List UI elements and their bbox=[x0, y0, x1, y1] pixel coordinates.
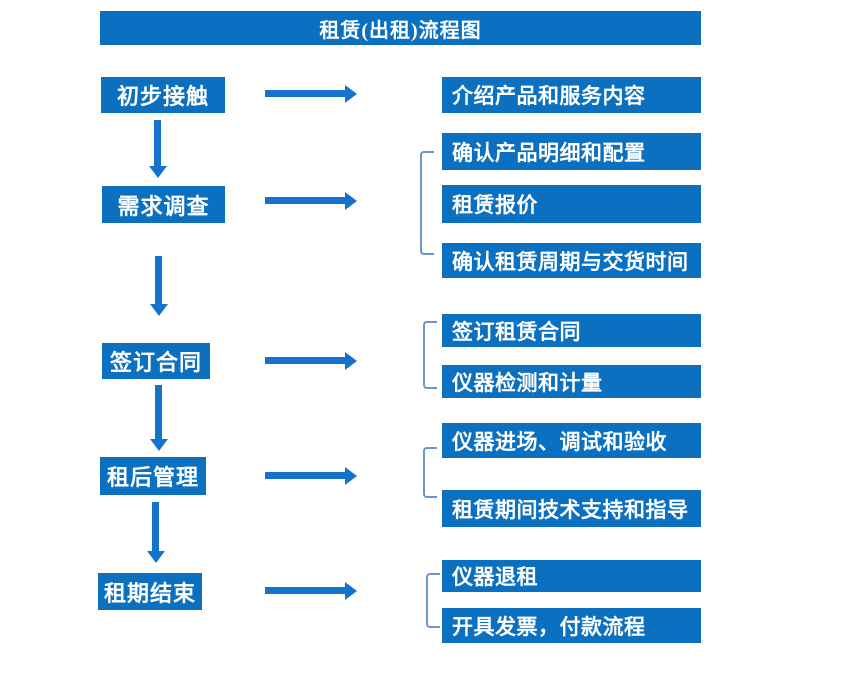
step-box-demand-survey: 需求调查 bbox=[102, 186, 225, 223]
detail-box-introduce-products-services: 介绍产品和服务内容 bbox=[442, 77, 701, 113]
down-arrow-2-icon bbox=[155, 256, 162, 304]
group-bracket-4 bbox=[423, 447, 437, 498]
detail-box-technical-support-guidance: 租赁期间技术支持和指导 bbox=[442, 490, 701, 527]
detail-box-instrument-return: 仪器退租 bbox=[442, 560, 701, 592]
detail-box-rental-quotation: 租赁报价 bbox=[442, 185, 701, 223]
detail-box-instrument-entry-debug-acceptance: 仪器进场、调试和验收 bbox=[442, 423, 701, 458]
down-arrow-1-icon bbox=[154, 120, 161, 166]
right-arrow-2-icon bbox=[265, 197, 345, 204]
step-box-initial-contact: 初步接触 bbox=[101, 77, 225, 113]
down-arrow-4-icon bbox=[152, 502, 159, 551]
detail-box-instrument-inspection-metering: 仪器检测和计量 bbox=[442, 365, 701, 398]
right-arrow-1-icon bbox=[265, 90, 345, 97]
group-bracket-3 bbox=[423, 321, 437, 389]
step-box-rental-end: 租期结束 bbox=[98, 573, 202, 610]
step-box-post-rental-management: 租后管理 bbox=[100, 457, 206, 495]
right-arrow-5-icon bbox=[265, 587, 345, 594]
diagram-title: 租赁(出租)流程图 bbox=[100, 11, 701, 45]
right-arrow-4-icon bbox=[265, 472, 345, 479]
group-bracket-5 bbox=[426, 573, 440, 628]
detail-box-sign-rental-contract: 签订租赁合同 bbox=[442, 314, 701, 347]
right-arrow-3-icon bbox=[265, 357, 345, 364]
detail-box-confirm-product-details-config: 确认产品明细和配置 bbox=[442, 133, 701, 170]
detail-box-invoice-payment-process: 开具发票，付款流程 bbox=[442, 608, 701, 643]
down-arrow-3-icon bbox=[155, 385, 162, 439]
detail-box-confirm-rental-period-delivery: 确认租赁周期与交货时间 bbox=[442, 243, 701, 278]
group-bracket-2 bbox=[420, 151, 434, 255]
step-box-sign-contract: 签订合同 bbox=[102, 343, 210, 379]
